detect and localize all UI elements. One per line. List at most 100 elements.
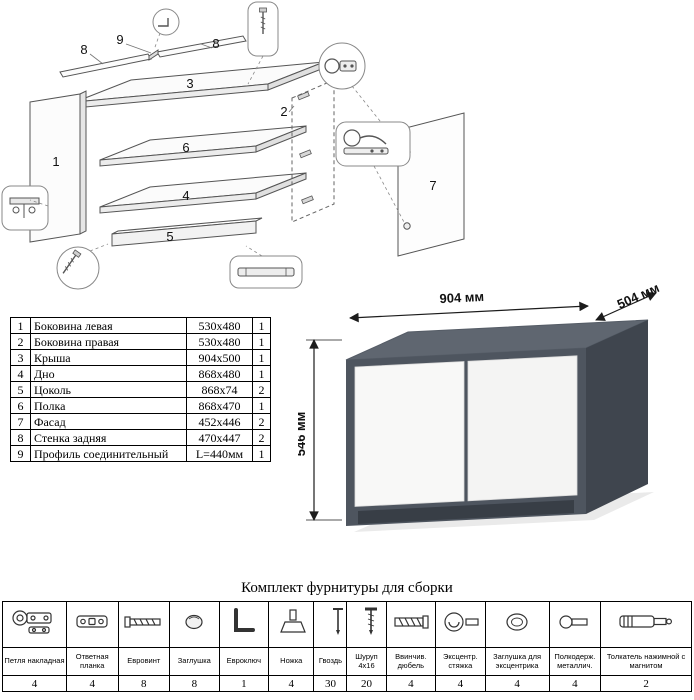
hardware-qty: 4 (65, 675, 119, 692)
part-name: Боковина левая (30, 317, 187, 334)
euroscrew-icon (124, 616, 161, 628)
exploded-view-diagram: 9 8 8 3 2 1 6 4 5 7 (1, 1, 465, 290)
part-qty: 2 (252, 429, 271, 446)
part-label-5: 5 (166, 229, 173, 244)
part-label-1: 1 (52, 154, 59, 169)
table-row: 9 Профиль соединительный L=440мм 1 (10, 445, 271, 462)
plinth-panel (111, 217, 263, 247)
table-row: 5 Цоколь 868x74 2 (10, 381, 271, 398)
hardware-icon-cell (169, 601, 220, 648)
part-name: Профиль соединительный (30, 445, 187, 462)
cabinet-right-face (586, 320, 648, 514)
bolt-callout (247, 1, 279, 85)
cap-icon (185, 614, 203, 630)
hardware-label: Ножка (268, 647, 315, 676)
hardware-icon-row (2, 601, 692, 648)
hardware-qty: 8 (169, 675, 220, 692)
hardware-icon-cell (435, 601, 486, 648)
part-name: Полка (30, 397, 187, 414)
hardware-icon-cell (385, 601, 437, 648)
plate-icon (76, 615, 108, 628)
part-name: Крыша (30, 349, 187, 366)
hardware-qty: 4 (385, 675, 437, 692)
part-name: Дно (30, 365, 187, 382)
dimension-height: 546 мм (298, 339, 342, 521)
hardware-label: Петля накладная (2, 647, 67, 676)
shelf-panel (99, 125, 307, 167)
hardware-qty: 4 (484, 675, 550, 692)
profile-bar-callout (229, 245, 303, 289)
hexkey-icon (233, 608, 255, 632)
part-name: Боковина правая (30, 333, 187, 350)
part-number: 4 (10, 365, 31, 382)
bottom-panel (99, 172, 307, 214)
dimension-width-label: 904 мм (439, 289, 484, 306)
part-number: 8 (10, 429, 31, 446)
part-size: 452x446 (186, 413, 253, 430)
camcap-icon (506, 613, 528, 631)
hardware-kit-title: Комплект фурнитуры для сборки (241, 580, 453, 596)
part-qty: 1 (252, 317, 271, 334)
hardware-qty: 2 (600, 675, 692, 692)
parts-table: 1 Боковина левая 530x480 1 2 Боковина пр… (10, 317, 271, 462)
part-size: 470x447 (186, 429, 253, 446)
table-row: 7 Фасад 452x446 2 (10, 413, 271, 430)
part-label-2: 2 (280, 104, 287, 119)
part-number: 7 (10, 413, 31, 430)
hardware-qty-row: 4 4 8 8 1 4 30 20 4 4 4 4 2 (2, 675, 692, 692)
part-qty: 1 (252, 445, 271, 462)
table-row: 3 Крыша 904x500 1 (10, 349, 271, 366)
hardware-qty: 4 (435, 675, 486, 692)
part-numbers: 9 8 8 3 2 1 6 4 5 7 (52, 32, 436, 244)
hardware-label-row: Петля накладная Ответная планка Евровинт… (2, 647, 692, 676)
hardware-icon-cell (548, 601, 602, 648)
part-qty: 1 (252, 333, 271, 350)
hardware-label: Ввинчив. дюбель (385, 647, 437, 676)
pushlatch-icon (619, 615, 673, 628)
hinge-icon (12, 610, 53, 634)
cabinet-body (345, 319, 649, 526)
part-label-4: 4 (182, 188, 189, 203)
dowel-icon (394, 615, 429, 629)
screw-icon (365, 607, 378, 635)
hardware-qty: 30 (313, 675, 348, 692)
hardware-label: Эксцентр. стяжка (435, 647, 486, 676)
door-right (467, 355, 578, 502)
hardware-icon-cell (65, 601, 119, 648)
dimension-width: 904 мм (349, 289, 589, 323)
part-number: 1 (10, 317, 31, 334)
right-side-panel (291, 79, 335, 223)
hardware-icon-cell (218, 601, 270, 648)
table-row: 2 Боковина правая 530x480 1 (10, 333, 271, 350)
part-size: L=440мм (186, 445, 253, 462)
shelfpin-icon (559, 615, 588, 629)
hardware-qty: 4 (548, 675, 602, 692)
hardware-label: Полкодерж. металлич. (548, 647, 602, 676)
part-qty: 2 (252, 413, 271, 430)
part-label-8b: 8 (212, 36, 219, 51)
hardware-label: Ответная планка (65, 647, 119, 676)
hardware-label: Гвоздь (313, 647, 348, 676)
hardware-qty: 20 (346, 675, 387, 692)
hardware-label: Заглушка (169, 647, 220, 676)
dowel-pins (297, 91, 314, 205)
foot-icon (280, 609, 306, 633)
hardware-icon-cell (117, 601, 171, 648)
part-number: 5 (10, 381, 31, 398)
part-label-3: 3 (186, 76, 193, 91)
table-row: 1 Боковина левая 530x480 1 (10, 317, 271, 334)
part-number: 2 (10, 333, 31, 350)
part-number: 6 (10, 397, 31, 414)
hardware-icon-cell (484, 601, 550, 648)
part-size: 868x470 (186, 397, 253, 414)
leader-lines (89, 43, 295, 113)
cabinet-plinth (358, 500, 574, 524)
dimension-depth-label: 504 мм (615, 284, 662, 312)
hardware-label: Евроключ (218, 647, 270, 676)
hardware-label: Шуруп 4x16 (346, 647, 387, 676)
hardware-icon-cell (346, 601, 387, 648)
part-number: 9 (10, 445, 31, 462)
hardware-label: Евровинт (117, 647, 171, 676)
screw-circle-callout (56, 243, 109, 290)
